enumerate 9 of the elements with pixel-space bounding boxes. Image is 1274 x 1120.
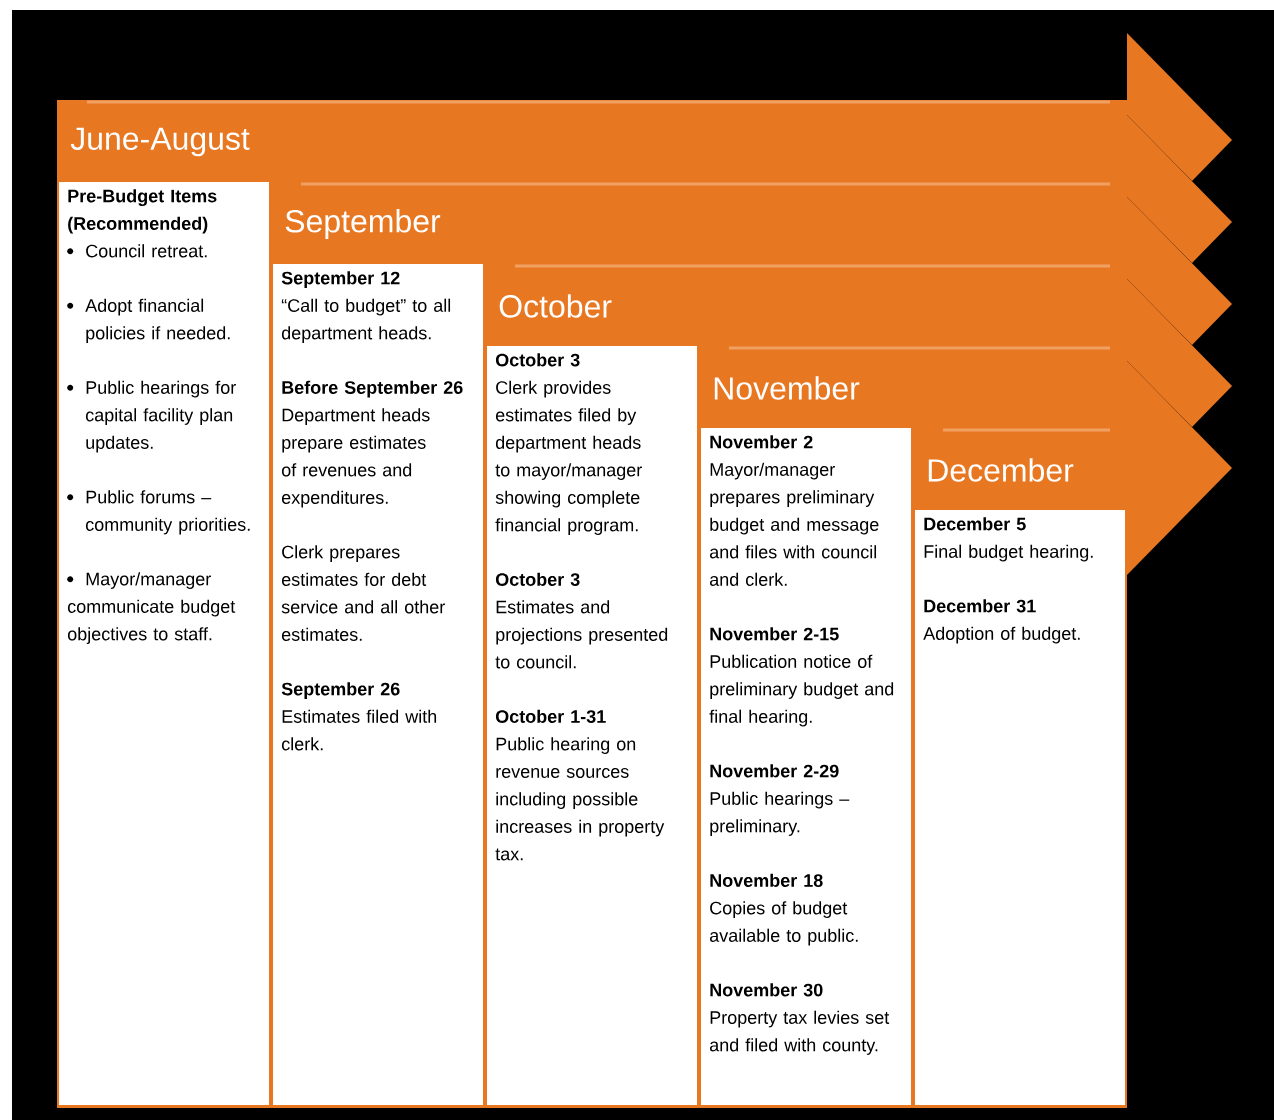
timeline-column: Pre-Budget Items (Recommended) Council retreat. Adopt financial policies if needed. Public hearings for capital facility plan updates. Public forums – community priorities. Mayor/manager communicate budget objectives to staff.: [59, 182, 269, 1105]
timeline-column: October 3 Clerk provides estimates filed by department heads to mayor/manager showing complete financial program. October 3 Estimates and projections presented to council. October 1-31 Public hearing on revenue sources including possible increases in property tax.: [487, 346, 697, 1105]
node-label: September: [285, 209, 441, 239]
timeline-column: December 5 Final budget hearing. December 31 Adoption of budget.: [915, 510, 1125, 1105]
timeline-column: November 2 Mayor/manager prepares preliminary budget and message and files with council and clerk. November 2-15 Publication notice of preliminary budget and final hearing. November 2-29 Public hearings – preliminary. November 18 Copies of budget available to public. November 30 Property tax levies set and filed with county.: [701, 428, 911, 1105]
node-label: October: [499, 294, 612, 318]
node-label: December: [928, 458, 1074, 482]
node-label: November: [714, 376, 860, 400]
timeline-column: September 12 “Call to budget” to all department heads. Before September 26 Department heads prepare estimates of revenues and expenditures. Clerk prepares estimates for debt service and all other estimates. September 26 Estimates filed with clerk.: [273, 264, 483, 1105]
